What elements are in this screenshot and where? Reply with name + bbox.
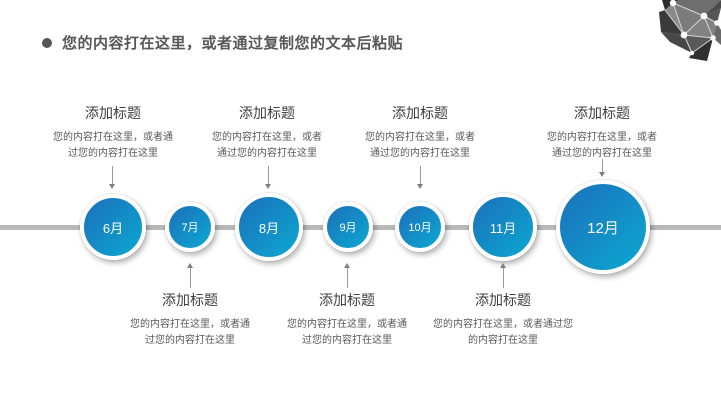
arrow-down-connector (268, 166, 269, 184)
timeline-node-june[interactable]: 6月 (80, 194, 146, 260)
text-block-top-1[interactable]: 添加标题 您的内容打在这里，或者通 过您的内容打在这里 (33, 103, 193, 162)
block-body-line: 您的内容打在这里，或者 (365, 132, 475, 143)
arrow-up-connector (503, 268, 504, 288)
timeline-node-label: 8月 (258, 220, 280, 236)
block-body-line: 通过您的内容打在这里 (217, 148, 317, 159)
timeline-node-label: 10月 (408, 222, 432, 234)
block-body-line: 过您的内容打在这里 (302, 335, 392, 346)
arrow-down-icon (109, 184, 115, 189)
arrow-down-icon (599, 172, 605, 177)
block-heading: 添加标题 (239, 105, 295, 121)
block-body-line: 您的内容打在这里，或者 (547, 132, 657, 143)
block-body-line: 您的内容打在这里，或者通过您 (433, 319, 573, 330)
timeline-node-november[interactable]: 11月 (469, 193, 537, 261)
block-body-line: 通过您的内容打在这里 (552, 148, 652, 159)
network-polygon-decoration-icon (659, 0, 721, 61)
timeline-node-label: 12月 (587, 219, 619, 237)
arrow-down-connector (602, 159, 603, 172)
block-heading: 添加标题 (574, 105, 630, 121)
block-body-line: 您的内容打在这里，或者通 (130, 319, 250, 330)
timeline-node-label: 9月 (339, 222, 357, 234)
text-block-top-4[interactable]: 添加标题 您的内容打在这里，或者 通过您的内容打在这里 (522, 103, 682, 162)
text-block-bottom-2[interactable]: 添加标题 您的内容打在这里，或者通 过您的内容打在这里 (257, 290, 437, 349)
text-block-bottom-1[interactable]: 添加标题 您的内容打在这里，或者通 过您的内容打在这里 (100, 290, 280, 349)
arrow-up-connector (190, 268, 191, 288)
block-body-line: 的内容打在这里 (468, 335, 538, 346)
arrow-down-connector (420, 166, 421, 184)
arrow-down-connector (112, 166, 113, 184)
timeline-node-label: 7月 (181, 222, 199, 234)
block-body-line: 您的内容打在这里，或者通 (287, 319, 407, 330)
text-block-bottom-3[interactable]: 添加标题 您的内容打在这里，或者通过您 的内容打在这里 (413, 290, 593, 349)
bullet-icon (42, 37, 52, 48)
block-heading: 添加标题 (85, 105, 141, 121)
text-block-top-2[interactable]: 添加标题 您的内容打在这里，或者 通过您的内容打在这里 (187, 103, 347, 162)
slide-title: 您的内容打在这里，或者通过复制您的文本后粘贴 (62, 35, 404, 52)
timeline-node-label: 6月 (102, 220, 124, 236)
block-body-line: 您的内容打在这里，或者通 (53, 132, 173, 143)
text-block-top-3[interactable]: 添加标题 您的内容打在这里，或者 通过您的内容打在这里 (340, 103, 500, 162)
arrow-down-icon (417, 184, 423, 189)
timeline-node-label: 11月 (489, 220, 517, 236)
arrow-down-icon (265, 184, 271, 189)
timeline-node-september[interactable]: 9月 (323, 202, 373, 252)
arrow-up-connector (347, 268, 348, 288)
timeline-node-july[interactable]: 7月 (165, 202, 215, 252)
timeline-node-december[interactable]: 12月 (556, 180, 650, 274)
arrow-up-icon (187, 263, 193, 268)
block-body-line: 通过您的内容打在这里 (370, 148, 470, 159)
block-heading: 添加标题 (319, 292, 375, 308)
timeline-node-october[interactable]: 10月 (395, 202, 445, 252)
block-body-line: 过您的内容打在这里 (145, 335, 235, 346)
block-heading: 添加标题 (392, 105, 448, 121)
slide-title-row: 您的内容打在这里，或者通过复制您的文本后粘贴 (42, 32, 403, 53)
block-heading: 添加标题 (162, 292, 218, 308)
block-heading: 添加标题 (475, 292, 531, 308)
arrow-up-icon (500, 263, 506, 268)
timeline-node-august[interactable]: 8月 (235, 193, 303, 261)
block-body-line: 过您的内容打在这里 (68, 148, 158, 159)
block-body-line: 您的内容打在这里，或者 (212, 132, 322, 143)
arrow-up-icon (344, 263, 350, 268)
